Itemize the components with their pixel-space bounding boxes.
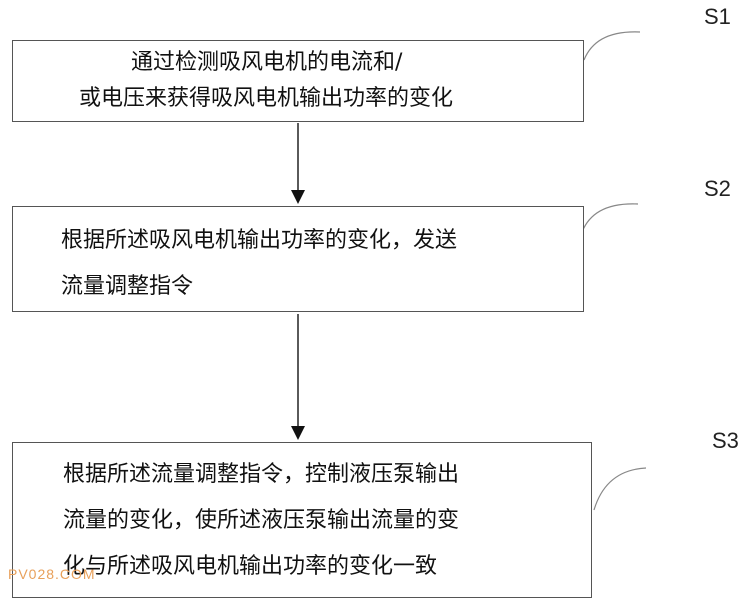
arrowhead-s1-to-s2 xyxy=(291,190,305,204)
step-s3-line-3: 化与所述吸风电机输出功率的变化一致 xyxy=(63,554,438,579)
arrowhead-s2-to-s3 xyxy=(291,426,305,440)
step-s2-line-2: 流量调整指令 xyxy=(61,274,194,299)
step-s3-line-2: 流量的变化，使所述液压泵输出流量的变 xyxy=(63,508,460,533)
step-label-s2: S2 xyxy=(704,176,731,201)
step-label-s3: S3 xyxy=(712,428,739,453)
step-box-s2: 根据所述吸风电机输出功率的变化，发送 流量调整指令 xyxy=(12,206,584,312)
leader-s1 xyxy=(583,31,641,61)
step-label-s1: S1 xyxy=(704,4,731,29)
step-s1-line-1: 通过检测吸风电机的电流和/ xyxy=(131,50,403,75)
step-s3-line-1: 根据所述流量调整指令，控制液压泵输出 xyxy=(63,462,460,487)
step-s2-line-1: 根据所述吸风电机输出功率的变化，发送 xyxy=(61,228,458,253)
step-s1-line-2: 或电压来获得吸风电机输出功率的变化 xyxy=(79,86,454,111)
step-box-s1: 通过检测吸风电机的电流和/ 或电压来获得吸风电机输出功率的变化 xyxy=(12,40,584,122)
leader-s3 xyxy=(593,467,647,511)
watermark: PV028.COM xyxy=(8,566,96,582)
step-box-s3: 根据所述流量调整指令，控制液压泵输出 流量的变化，使所述液压泵输出流量的变 化与… xyxy=(12,442,592,598)
leader-s2 xyxy=(581,203,639,233)
